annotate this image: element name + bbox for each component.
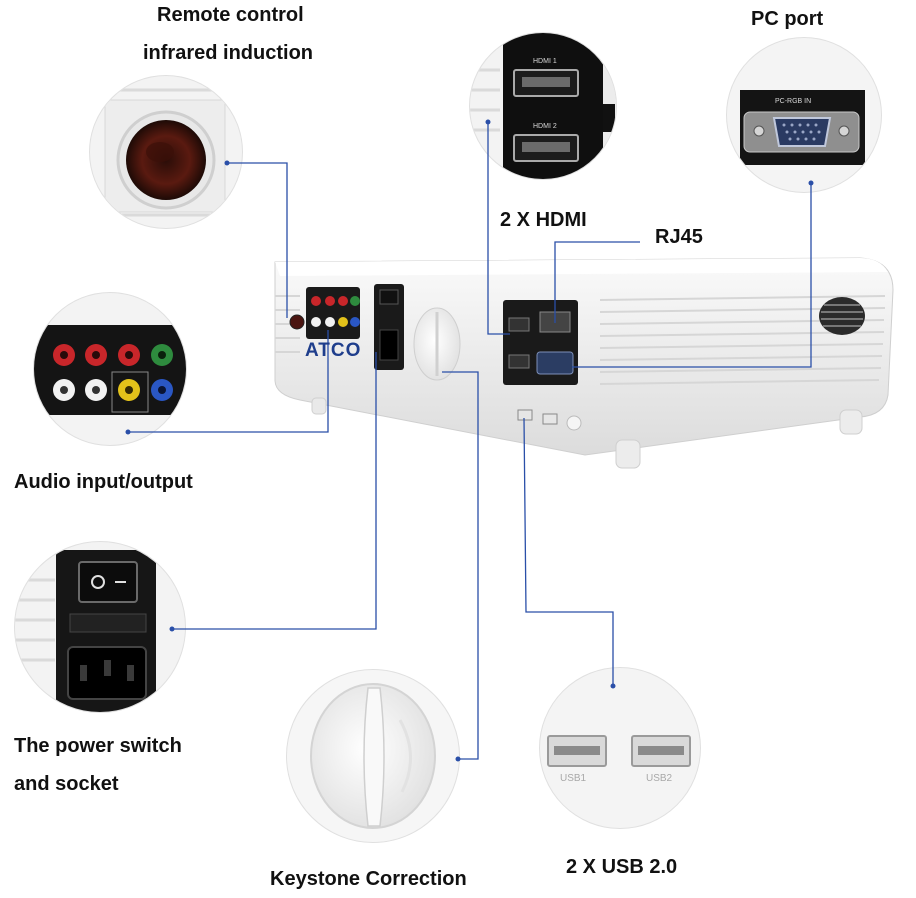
remote-label-line2: infrared induction bbox=[143, 42, 313, 64]
power-label-line1: The power switch bbox=[14, 735, 182, 757]
leader-line-audio bbox=[128, 330, 329, 433]
usb2-port-text: USB2 bbox=[646, 773, 673, 784]
audio-label: Audio input/output bbox=[14, 471, 193, 493]
keystone-label: Keystone Correction bbox=[270, 868, 467, 890]
hdmi-label: 2 X HDMI bbox=[500, 209, 587, 231]
keystone-closeup bbox=[286, 669, 460, 843]
leader-line-usb bbox=[523, 417, 614, 686]
pc-port-label: PC port bbox=[751, 8, 824, 30]
hdmi1-port-text: HDMI 1 bbox=[533, 58, 557, 65]
leader-line-hdmi bbox=[487, 122, 510, 335]
leader-line-pc-port bbox=[572, 183, 812, 368]
leader-dots bbox=[125, 119, 814, 762]
audio-io-closeup bbox=[33, 292, 187, 446]
leader-line-rj45 bbox=[554, 241, 640, 323]
ir-receiver-closeup bbox=[89, 75, 243, 229]
pc-rgb-in-text: PC-RGB IN bbox=[775, 98, 811, 105]
leader-line-power bbox=[172, 352, 377, 630]
remote-label-line1: Remote control bbox=[157, 4, 304, 26]
power-label-line2: and socket bbox=[14, 773, 119, 795]
leader-line-keystone bbox=[442, 371, 479, 760]
leader-line-remote bbox=[227, 162, 288, 318]
leader-lines bbox=[128, 122, 812, 760]
power-switch-closeup bbox=[14, 541, 186, 713]
projector-body bbox=[274, 257, 894, 469]
speaker-grille bbox=[819, 297, 865, 335]
usb1-port-text: USB1 bbox=[560, 773, 587, 784]
usb-closeup: USB1 USB2 bbox=[539, 667, 701, 829]
pc-port-closeup: PC-RGB IN bbox=[726, 37, 882, 193]
hdmi-closeup: HDMI 1 HDMI 2 bbox=[469, 32, 617, 180]
hdmi2-port-text: HDMI 2 bbox=[533, 123, 557, 130]
rj45-label: RJ45 bbox=[655, 226, 703, 248]
brand-logo: ATCO bbox=[305, 340, 362, 361]
usb-label: 2 X USB 2.0 bbox=[566, 856, 678, 878]
